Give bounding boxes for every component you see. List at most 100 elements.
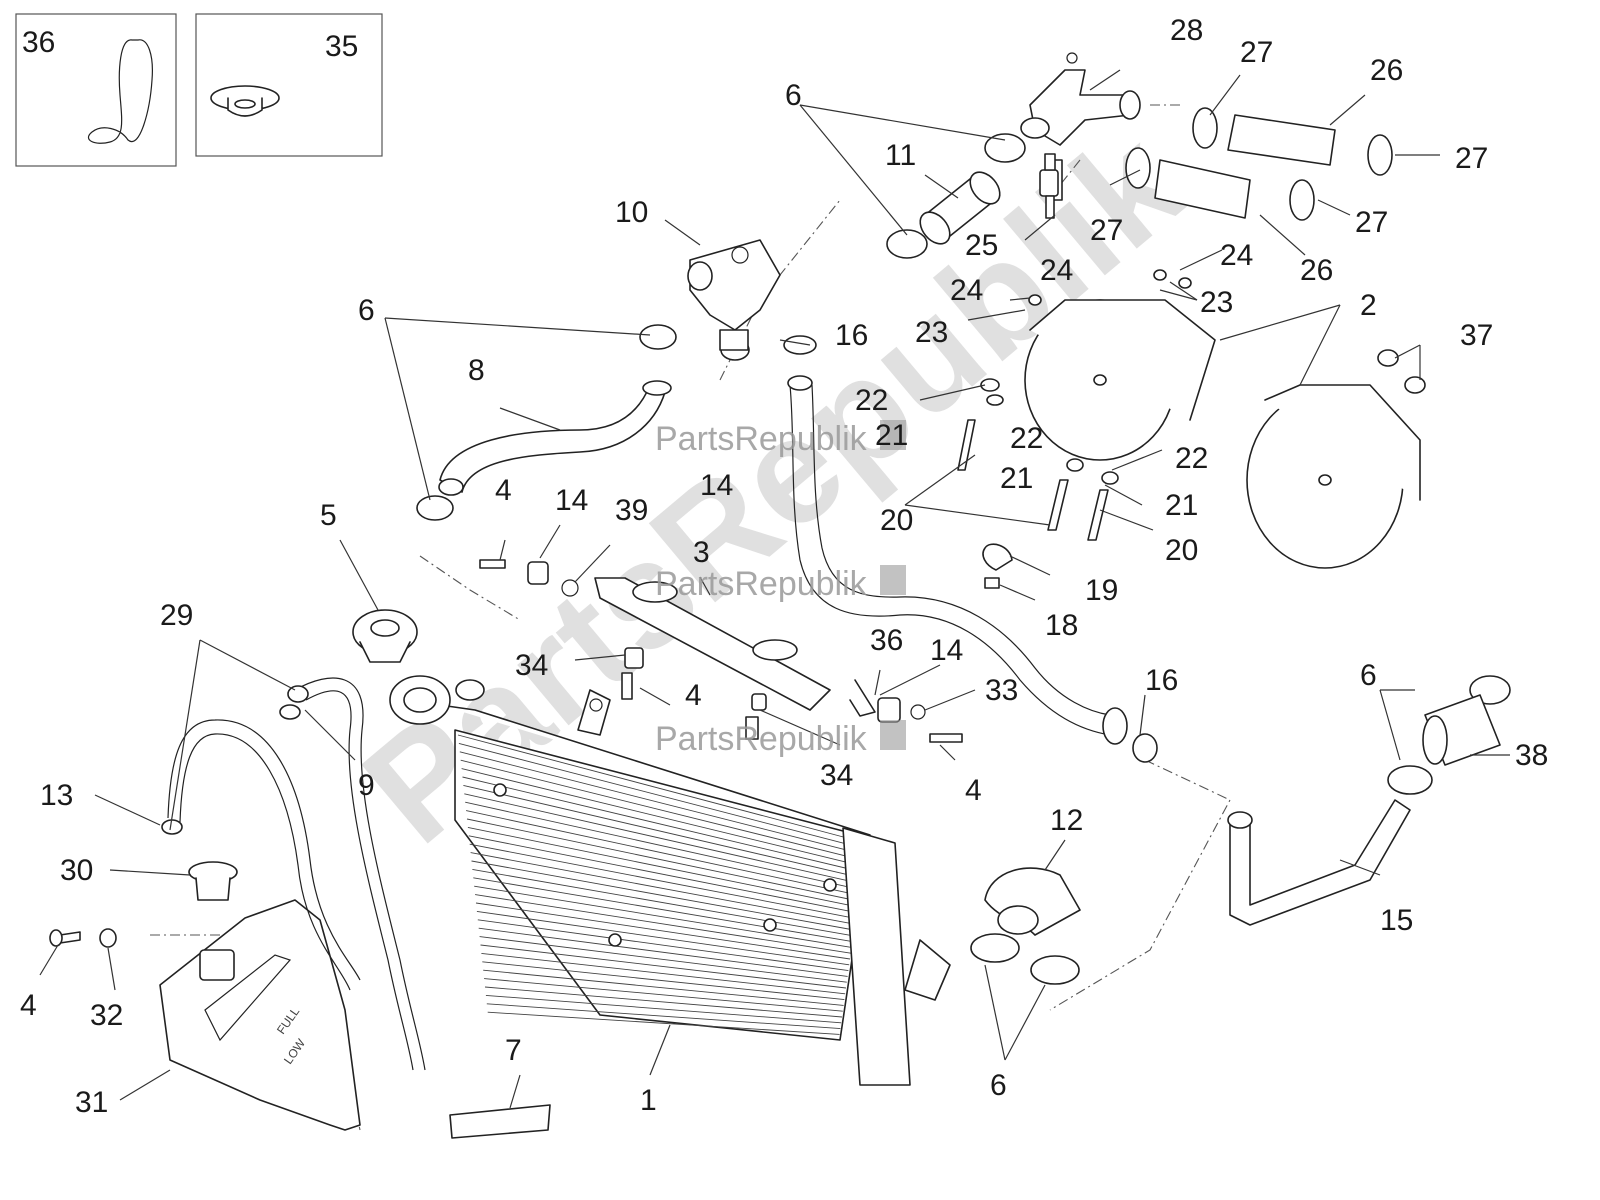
expansion-tank: FULL LOW <box>159 899 361 1131</box>
pad-7 <box>449 1104 551 1139</box>
watermark-small-3: PartsRepublik <box>655 720 906 758</box>
callout-24-c: 24 <box>1220 239 1253 272</box>
inset-box-35-number: 35 <box>325 30 358 63</box>
radiator-fin <box>483 969 844 1006</box>
wire-loop-icon <box>87 39 153 144</box>
callout-39: 39 <box>615 494 648 527</box>
callout-27-d: 27 <box>1355 206 1388 239</box>
hose-8 <box>438 380 672 496</box>
callout-29: 29 <box>160 599 193 632</box>
callout-13: 13 <box>40 779 73 812</box>
radiator-fin <box>460 759 864 861</box>
bracket-3 <box>594 577 831 711</box>
hose-clamps <box>416 133 1511 985</box>
inset-box-35: 35 <box>195 13 383 157</box>
lower-pipe-15 <box>1227 694 1501 926</box>
radiator-fin <box>469 843 856 919</box>
callout-10: 10 <box>615 196 648 229</box>
callout-30: 30 <box>60 854 93 887</box>
callout-3: 3 <box>693 536 710 569</box>
hose-11 <box>919 171 1001 245</box>
callout-20-b: 20 <box>1165 534 1198 567</box>
inset-box-36-number: 36 <box>22 26 55 59</box>
radiator-fin <box>487 1011 840 1035</box>
radiator-fin <box>481 952 846 995</box>
callout-4-a: 4 <box>495 474 512 507</box>
callout-11: 11 <box>885 139 916 172</box>
radiator-fin <box>458 742 866 850</box>
radiator-fin <box>470 852 855 925</box>
callout-37: 37 <box>1460 319 1493 352</box>
small-hardware <box>479 543 1013 743</box>
callout-22-b: 22 <box>1010 422 1043 455</box>
inset-box-36: 36 <box>15 13 177 167</box>
hose-16 <box>783 335 1158 763</box>
radiator-fin <box>477 919 849 972</box>
leader-lines <box>39 69 1510 1109</box>
radiator-fin <box>465 801 860 890</box>
watermark-small-1-text: PartsRepublik <box>655 420 868 458</box>
callout-21-b: 21 <box>1000 462 1033 495</box>
radiator-cap <box>352 609 418 663</box>
radiator-fin <box>479 936 847 983</box>
callout-12: 12 <box>1050 804 1083 837</box>
temperature-sensor <box>1039 153 1059 219</box>
callout-2: 2 <box>1360 289 1377 322</box>
callout-4-d: 4 <box>20 989 37 1022</box>
callout-16-b: 16 <box>1145 664 1178 697</box>
fan-hardware <box>957 269 1426 541</box>
callout-23-b: 23 <box>1200 286 1233 319</box>
callout-22-a: 22 <box>855 384 888 417</box>
callout-14-c: 14 <box>930 634 963 667</box>
callout-21-a: 21 <box>875 419 908 452</box>
radiator <box>389 675 951 1086</box>
callout-18: 18 <box>1045 609 1078 642</box>
callout-5: 5 <box>320 499 337 532</box>
thermostat-housing <box>687 239 781 361</box>
elbow-hose-12 <box>984 867 1081 936</box>
radiator-fin <box>466 810 859 896</box>
radiator-fin <box>484 986 843 1018</box>
callout-8: 8 <box>468 354 485 387</box>
callout-26-b: 26 <box>1300 254 1333 287</box>
radiator-fin <box>466 818 859 902</box>
callout-36: 36 <box>870 624 903 657</box>
radiator-fin <box>464 793 861 885</box>
radiator-fin <box>457 734 867 844</box>
callout-6-b: 6 <box>358 294 375 327</box>
watermark-small-2: PartsRepublik <box>655 565 906 603</box>
callout-24-b: 24 <box>1040 254 1073 287</box>
callout-34-b: 34 <box>820 759 853 792</box>
callout-6-a: 6 <box>785 79 802 112</box>
callout-27-a: 27 <box>1240 36 1273 69</box>
callout-16-a: 16 <box>835 319 868 352</box>
callout-38: 38 <box>1515 739 1548 772</box>
radiator-fin <box>474 885 852 948</box>
callout-26-a: 26 <box>1370 54 1403 87</box>
callout-6-c: 6 <box>1360 659 1377 692</box>
watermark-small-1: PartsRepublik <box>655 420 906 458</box>
radiator-fin <box>482 961 845 1001</box>
breather-hoses <box>167 677 426 1071</box>
callout-21-c: 21 <box>1165 489 1198 522</box>
callout-23-a: 23 <box>915 316 948 349</box>
callout-25: 25 <box>965 229 998 262</box>
callout-1: 1 <box>640 1084 657 1117</box>
radiator-fins <box>457 734 867 1035</box>
callout-20-a: 20 <box>880 504 913 537</box>
callout-6-d: 6 <box>990 1069 1007 1102</box>
radiator-fin <box>472 868 854 937</box>
callout-labels: 1 2 3 4 4 4 4 5 6 6 6 6 7 8 9 10 11 12 1… <box>20 14 1548 1119</box>
callout-28: 28 <box>1170 14 1203 47</box>
callout-15: 15 <box>1380 904 1413 937</box>
callout-24-a: 24 <box>950 274 983 307</box>
watermark-small-3-text: PartsRepublik <box>655 720 868 758</box>
radiator-fin <box>486 1003 841 1030</box>
callout-7: 7 <box>505 1034 522 1067</box>
radiator-fin <box>473 877 853 943</box>
callout-4-c: 4 <box>965 774 982 807</box>
callout-34-a: 34 <box>515 649 548 682</box>
cooling-fan-front <box>1024 299 1216 461</box>
radiator-fin <box>471 860 855 931</box>
